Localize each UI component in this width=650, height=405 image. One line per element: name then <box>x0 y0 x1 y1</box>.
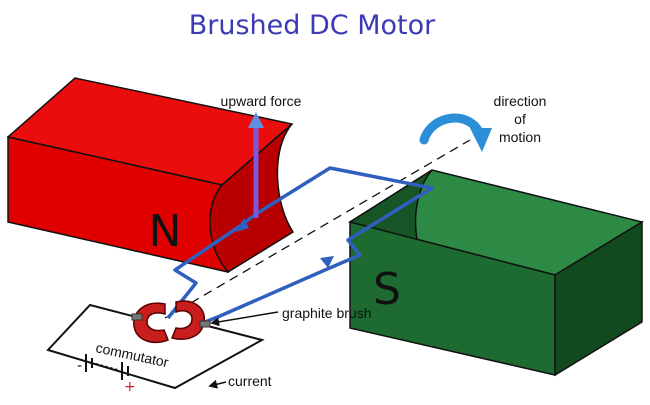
upward-force-label: upward force <box>221 93 302 109</box>
upward-force-arrow <box>248 112 264 218</box>
graphite-brush-label: graphite brush <box>282 305 372 321</box>
south-magnet-side-face <box>554 220 643 377</box>
battery-minus-label: - <box>77 358 82 374</box>
commutator-segment-left <box>133 302 169 344</box>
commutator-label: commutator <box>94 339 170 370</box>
diagram-title: Brushed DC Motor <box>189 10 436 41</box>
battery-icon <box>85 354 129 380</box>
direction-label-line2: of <box>514 111 526 127</box>
south-magnet: S <box>348 169 644 377</box>
north-magnet: N <box>6 77 295 273</box>
north-pole-label: N <box>149 206 182 257</box>
direction-label-line3: motion <box>499 129 541 145</box>
current-arrow <box>208 379 227 389</box>
north-magnet-curved-face <box>209 123 295 273</box>
graphite-brush-pointer <box>210 311 279 327</box>
external-circuit: - + <box>46 303 265 395</box>
direction-of-motion-arrow <box>419 113 485 145</box>
battery-plus-label: + <box>124 379 136 395</box>
commutator-segment-right <box>170 300 205 340</box>
commutator <box>131 300 211 344</box>
coil-current-arrow-upper <box>236 218 249 232</box>
direction-label-line1: direction <box>494 93 547 109</box>
armature-coil <box>166 166 434 326</box>
direction-of-motion-arrowhead <box>470 128 492 152</box>
current-label: current <box>228 373 272 389</box>
graphite-brush-left <box>131 313 143 321</box>
south-pole-label: S <box>373 264 401 315</box>
coil-current-arrow-lower <box>320 256 334 268</box>
graphite-brush-right <box>199 320 211 328</box>
